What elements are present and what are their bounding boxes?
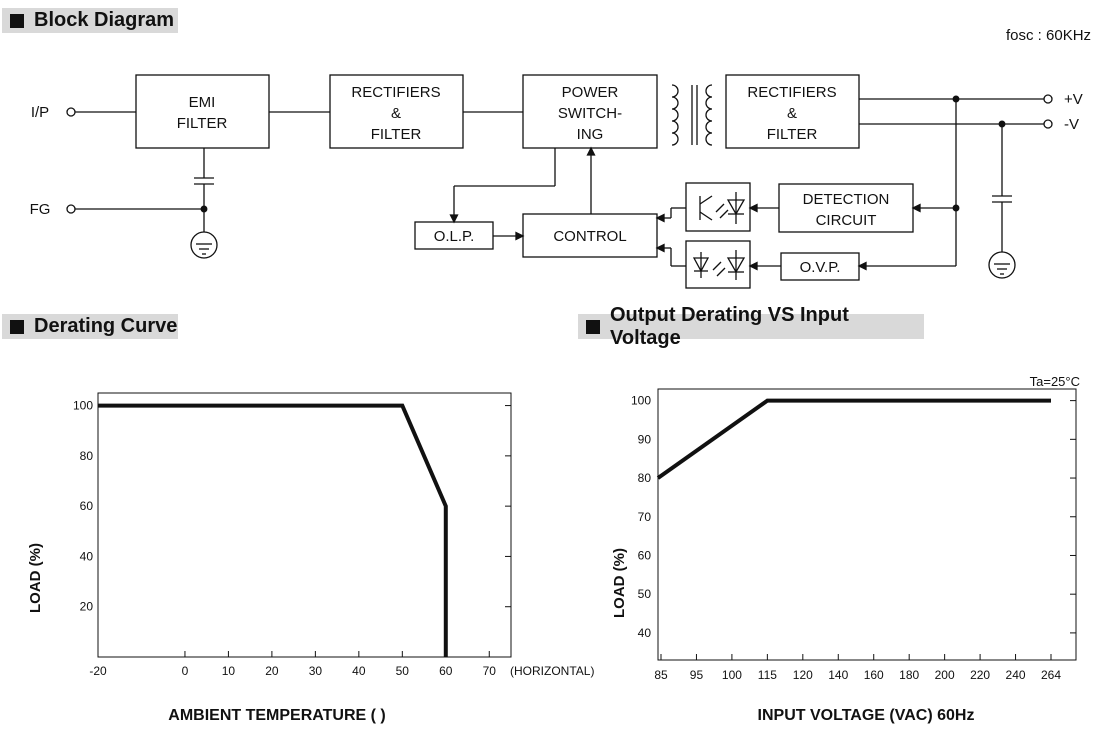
ground-icon [190,231,218,259]
optocoupler-icon [692,250,746,280]
chart1-x-tick-label: 20 [265,664,279,678]
chart2-series-line [656,398,1051,480]
power-label-1: POWER [562,84,619,101]
ground-icon [988,251,1016,279]
chart1-x-tick-label: 50 [396,664,410,678]
chart2-x-tick-label: 264 [1041,668,1061,682]
section-title-block-diagram: Block Diagram [2,8,178,33]
chart2-x-tick-label: 220 [970,668,990,682]
fosc-label: fosc : 60KHz [1006,27,1092,44]
rect2-label-2: & [787,105,797,122]
power-label-3: ING [577,126,604,143]
rect2-label-3: FILTER [767,126,818,143]
square-bullet-icon [10,13,24,28]
chart2-y-tick-label: 70 [638,510,652,524]
block-diagram [66,74,1053,289]
emi-label-1: EMI [189,94,216,111]
section-title-text: Output Derating VS Input Voltage [610,303,849,349]
chart2-y-tick-label: 90 [638,432,652,446]
chart1-series-line [98,403,448,657]
chart2-x-tick-label: 200 [935,668,955,682]
chart1-frame [97,392,512,658]
chart2-x-tick-label: 240 [1006,668,1026,682]
vminus-label: -V [1064,116,1079,133]
chart2-x-tick-label: 85 [654,668,668,682]
detection-label-2: CIRCUIT [816,212,877,229]
chart1-x-tick-label: 60 [439,664,453,678]
chart1-x-tick-label: 10 [222,664,236,678]
chart2-annotation: Ta=25°C [1030,374,1080,389]
derating-curve-chart: 20 40 60 80 100 -20 0 10 20 30 40 50 60 70 (HORIZONT… [27,392,594,724]
chart1-x-tick-label: -20 [89,664,107,678]
rect1-label-1: RECTIFIERS [351,84,440,101]
chart1-y-tick-label: 40 [80,549,94,563]
ip-terminal [66,107,76,117]
chart2-x-tick-label: 180 [899,668,919,682]
chart2-x-tick-label: 115 [758,668,777,682]
section-title-output-derating: Output Derating VS Input Voltage [578,304,924,349]
chart2-frame [657,388,1077,661]
chart2-y-tick-label: 50 [638,587,652,601]
chart2-y-tick-label: 80 [638,471,652,485]
square-bullet-icon [10,319,24,334]
chart1-y-tick-label: 20 [80,600,94,614]
section-title-derating-curve: Derating Curve [2,314,178,339]
photocoupler-bottom [685,240,751,289]
vplus-terminal [1043,94,1053,104]
rect1-label-2: & [391,105,401,122]
olp-label: O.L.P. [434,228,475,245]
chart2-x-tick-label: 120 [793,668,813,682]
chart1-x-tick-label: 70 [483,664,497,678]
chart2-y-tick-label: 40 [638,626,652,640]
chart2-y-tick-label: 100 [631,394,651,408]
emi-filter-box [135,74,270,149]
detection-label-1: DETECTION [803,191,890,208]
chart2-y-axis-label: LOAD (%) [611,548,628,618]
transformer-icon [671,84,713,146]
ovp-label: O.V.P. [800,259,841,276]
chart1-y-axis-label: LOAD (%) [27,543,44,613]
fg-label: FG [30,201,51,218]
chart1-x-unit-label: (HORIZONTAL) [510,664,594,678]
chart1-x-tick-label: 30 [309,664,323,678]
square-bullet-icon [586,319,600,334]
emi-label-2: FILTER [177,115,228,132]
chart2-x-tick-label: 140 [828,668,848,682]
rect2-label-1: RECTIFIERS [747,84,836,101]
control-label: CONTROL [553,228,626,245]
section-title-text: Block Diagram [34,9,175,31]
vplus-label: +V [1064,91,1083,108]
vminus-terminal [1043,119,1053,129]
chart1-y-tick-label: 100 [73,399,93,413]
chart2-y-tick-label: 60 [638,548,652,562]
section-title-text: Derating Curve [34,315,178,337]
chart2-x-tick-label: 95 [690,668,704,682]
output-derating-chart: Ta=25°C 40 50 60 70 80 90 100 85 95 100 115 120 140… [611,374,1080,724]
chart1-x-axis-label: AMBIENT TEMPERATURE ( ) [168,707,385,724]
optocoupler-icon [699,192,746,224]
power-label-2: SWITCH- [558,105,622,122]
chart1-x-tick-label: 40 [352,664,366,678]
chart2-x-tick-label: 100 [722,668,742,682]
rect1-label-3: FILTER [371,126,422,143]
chart1-x-tick-label: 0 [182,664,189,678]
ip-label: I/P [31,104,49,121]
fg-terminal [66,204,76,214]
photocoupler-top [685,182,751,232]
chart2-x-axis-label: INPUT VOLTAGE (VAC) 60Hz [758,707,975,724]
chart2-x-tick-label: 160 [864,668,884,682]
chart1-y-tick-label: 60 [80,499,94,513]
chart1-y-tick-label: 80 [80,449,94,463]
rectifier-output-box [725,74,860,149]
